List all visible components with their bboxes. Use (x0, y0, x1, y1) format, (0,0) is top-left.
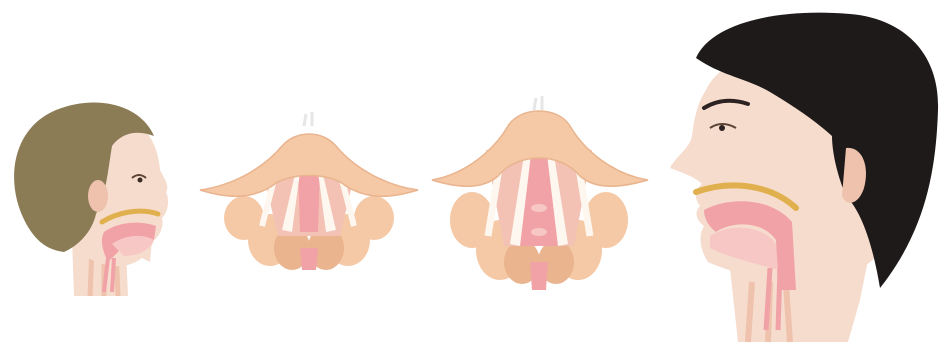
child-pupil (138, 178, 143, 183)
adult-epiglottis-tip (534, 96, 542, 110)
child-ear (88, 180, 108, 212)
adult-pupil (719, 125, 725, 131)
adult-head-profile (670, 13, 938, 342)
adult-trachea-opening (530, 262, 548, 290)
child-head-profile (14, 102, 168, 296)
adult-tracheal-ring (531, 204, 547, 212)
child-larynx-top-view (200, 112, 418, 270)
child-trachea-opening (300, 248, 318, 270)
child-epiglottis-tip (304, 112, 312, 126)
adult-tracheal-ring (531, 228, 547, 236)
adult-larynx-top-view (432, 96, 648, 290)
child-glottis (298, 168, 320, 232)
